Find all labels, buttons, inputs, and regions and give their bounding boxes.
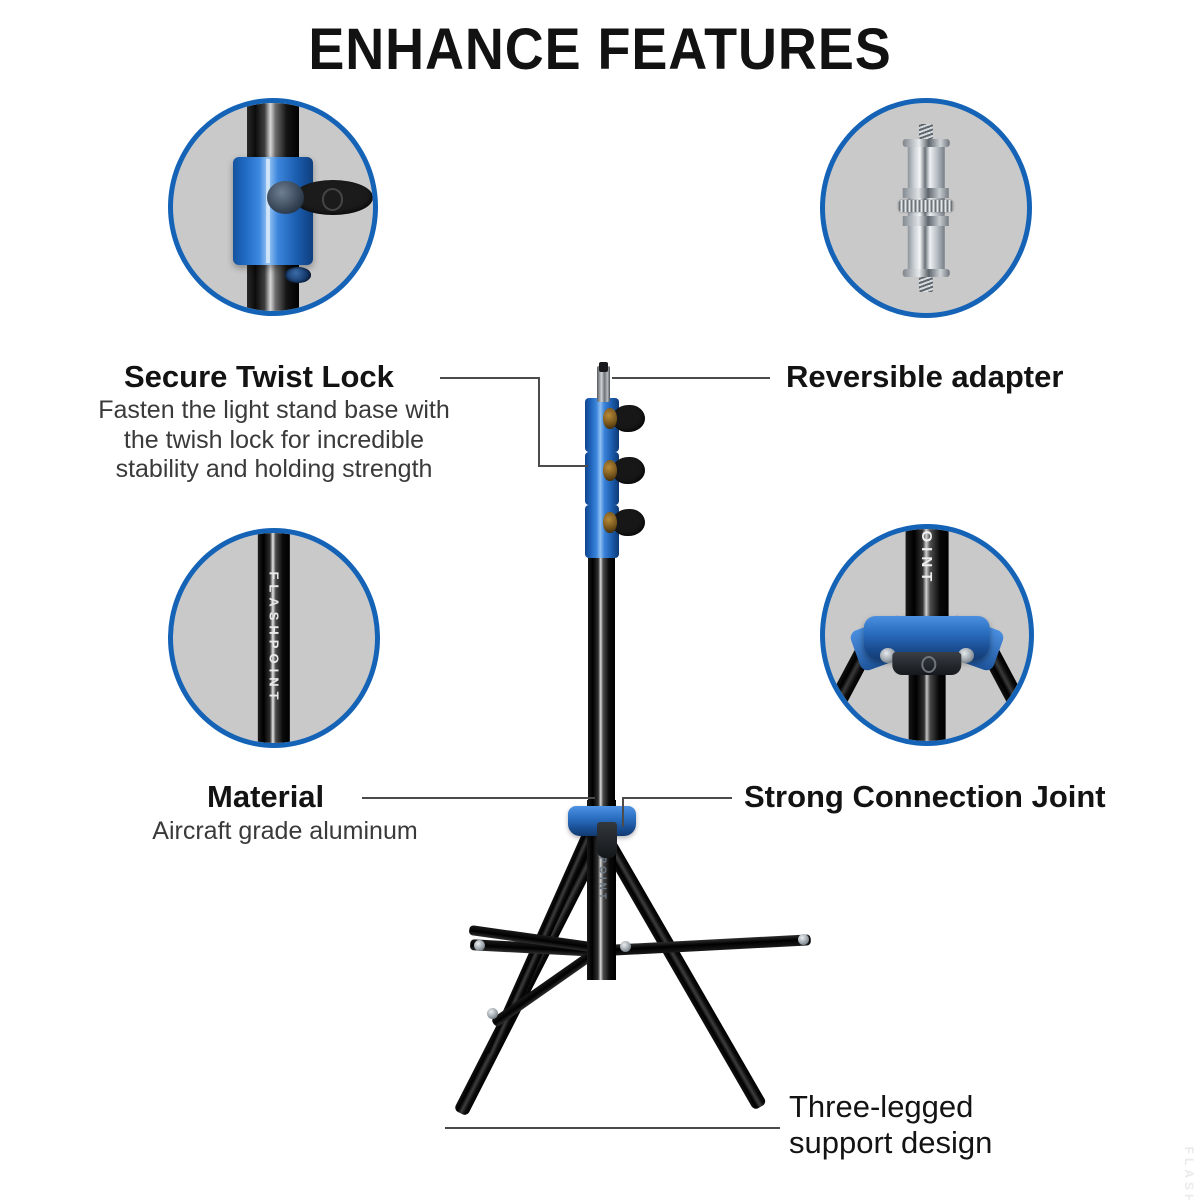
adapter-step-bottom-icon (902, 216, 950, 227)
callout-heading-material: Material (207, 779, 325, 814)
twist-lock-knob-icon (267, 179, 373, 216)
stand-knob-top (603, 405, 645, 432)
leader-line-three-legged-support (445, 1127, 780, 1129)
leader-line-material (362, 797, 595, 799)
page-title: ENHANCE FEATURES (308, 17, 892, 82)
joint-illustration: HPOINT (825, 529, 1029, 741)
callout-circle-reversible-adapter (820, 98, 1032, 318)
callout-heading-reversible-adapter: Reversible adapter (786, 359, 1064, 394)
brace-joint-outer-left (487, 1008, 498, 1019)
leader-line-connection-joint-vertical (622, 797, 624, 827)
brace-joint-rear (474, 940, 485, 951)
leader-line-secure-twist-lock-top (440, 377, 540, 379)
stand-top-spigot-cap (599, 362, 608, 372)
yoke-bolt-left-icon (880, 647, 897, 663)
brace-joint-outer-right (798, 934, 809, 945)
callout-circle-connection-joint: HPOINT (820, 524, 1034, 746)
joint-upper-tube-icon: HPOINT (905, 529, 949, 631)
callout-heading-three-legged-support-line1: Three-legged (789, 1089, 974, 1124)
blue-collar-icon (233, 157, 313, 266)
stand-knob-bottom (603, 509, 645, 536)
adapter-step-top-icon (902, 187, 950, 198)
thread-bottom-icon (919, 276, 933, 292)
twist-lock-illustration (173, 103, 373, 311)
callout-description-material: Aircraft grade aluminum (152, 817, 418, 845)
callout-heading-connection-joint: Strong Connection Joint (744, 779, 1106, 814)
thread-top-icon (919, 124, 933, 140)
spigot-adapter-icon (898, 124, 955, 292)
callout-heading-three-legged-support-line2: support design (789, 1125, 993, 1160)
stand-brand-label: FLASHPOINT (1182, 1147, 1196, 1200)
leader-line-secure-twist-lock-vertical (538, 377, 540, 467)
material-illustration: FLASHPOINT (173, 533, 375, 743)
set-screw-icon (285, 267, 311, 283)
yoke-bolt-right-icon (957, 647, 974, 663)
adapter-cap-top-icon (902, 139, 950, 147)
stand-top-spigot (597, 366, 610, 402)
adapter-illustration (825, 103, 1027, 313)
leader-line-secure-twist-lock-bottom (538, 465, 588, 467)
aluminum-tube-icon: FLASHPOINT (257, 533, 291, 743)
leader-line-reversible-adapter (612, 377, 770, 379)
yoke-lever-icon (892, 651, 962, 676)
brace-joint-center-right (620, 941, 631, 952)
tripod-leg-right (593, 824, 767, 1111)
knurled-ring-icon (898, 199, 954, 213)
callout-description-secure-twist-lock: Fasten the light stand base with the twi… (98, 396, 450, 483)
stand-mid-column: FLASHPOINT (588, 550, 1196, 1200)
callout-circle-material: FLASHPOINT (168, 528, 380, 748)
stand-knob-middle (603, 457, 645, 484)
leader-line-connection-joint (622, 797, 732, 799)
adapter-cap-bottom-icon (902, 269, 950, 278)
stand-base-yoke-lever (597, 822, 617, 858)
callout-circle-secure-twist-lock (168, 98, 378, 316)
callout-heading-secure-twist-lock: Secure Twist Lock (124, 359, 394, 394)
tripod-brace-right (605, 934, 812, 956)
